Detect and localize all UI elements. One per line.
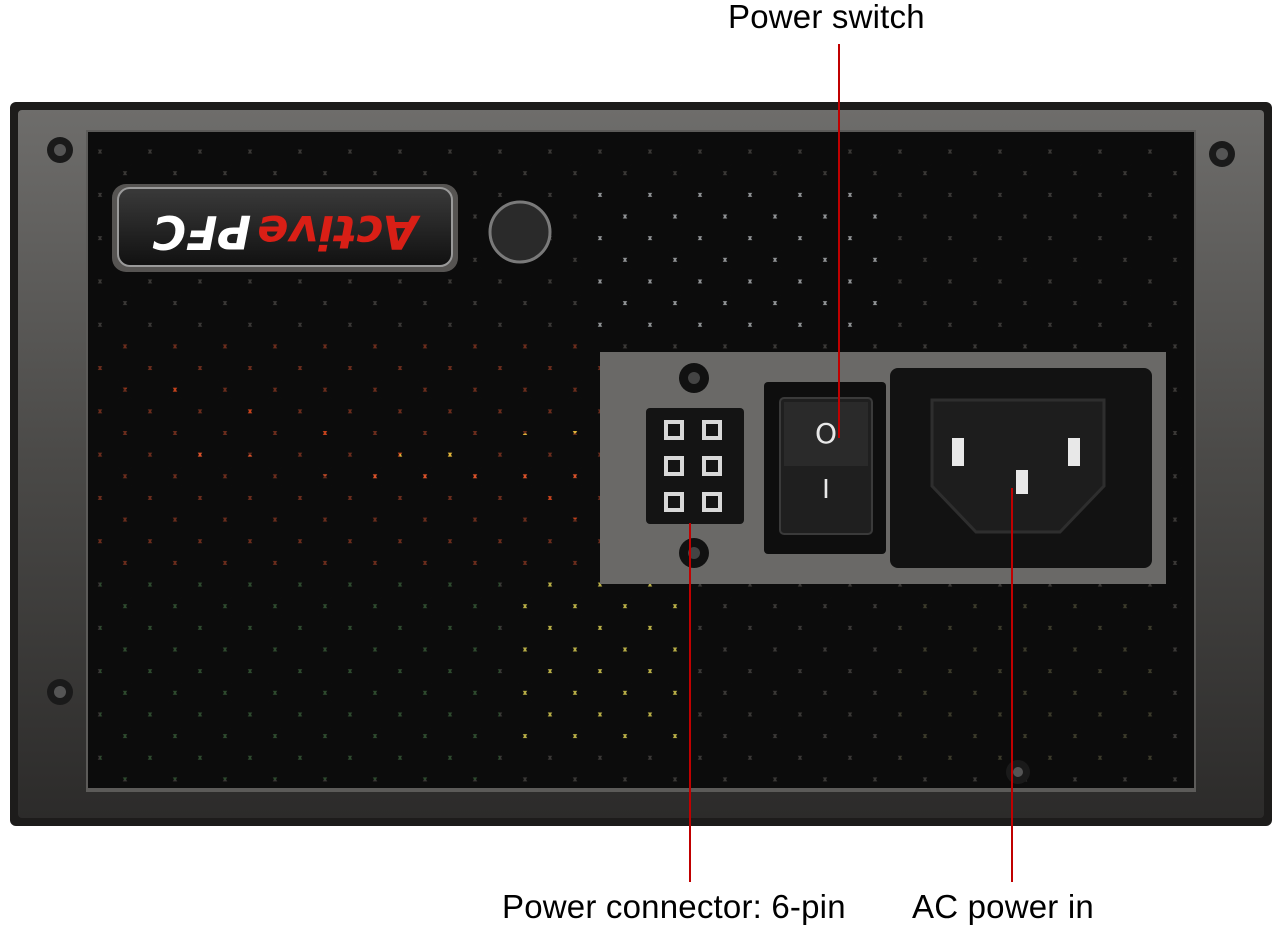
switch-on-symbol: I bbox=[822, 475, 830, 505]
label-ac-power-in: AC power in bbox=[912, 888, 1094, 925]
switch-off-symbol: O bbox=[815, 417, 837, 450]
vent-hole bbox=[488, 200, 552, 264]
rocker-switch[interactable]: O I bbox=[764, 382, 886, 554]
badge-prefix: Active bbox=[257, 205, 420, 259]
label-power-connector: Power connector: 6-pin bbox=[502, 888, 846, 925]
badge-suffix: PFC bbox=[152, 205, 251, 259]
badge-text: ActivePFC bbox=[152, 205, 421, 259]
label-power-switch: Power switch bbox=[728, 0, 925, 35]
active-pfc-badge: ActivePFC bbox=[117, 187, 453, 267]
pcie-6pin-connector[interactable] bbox=[646, 408, 744, 524]
iec-c14-inlet[interactable] bbox=[890, 368, 1152, 568]
